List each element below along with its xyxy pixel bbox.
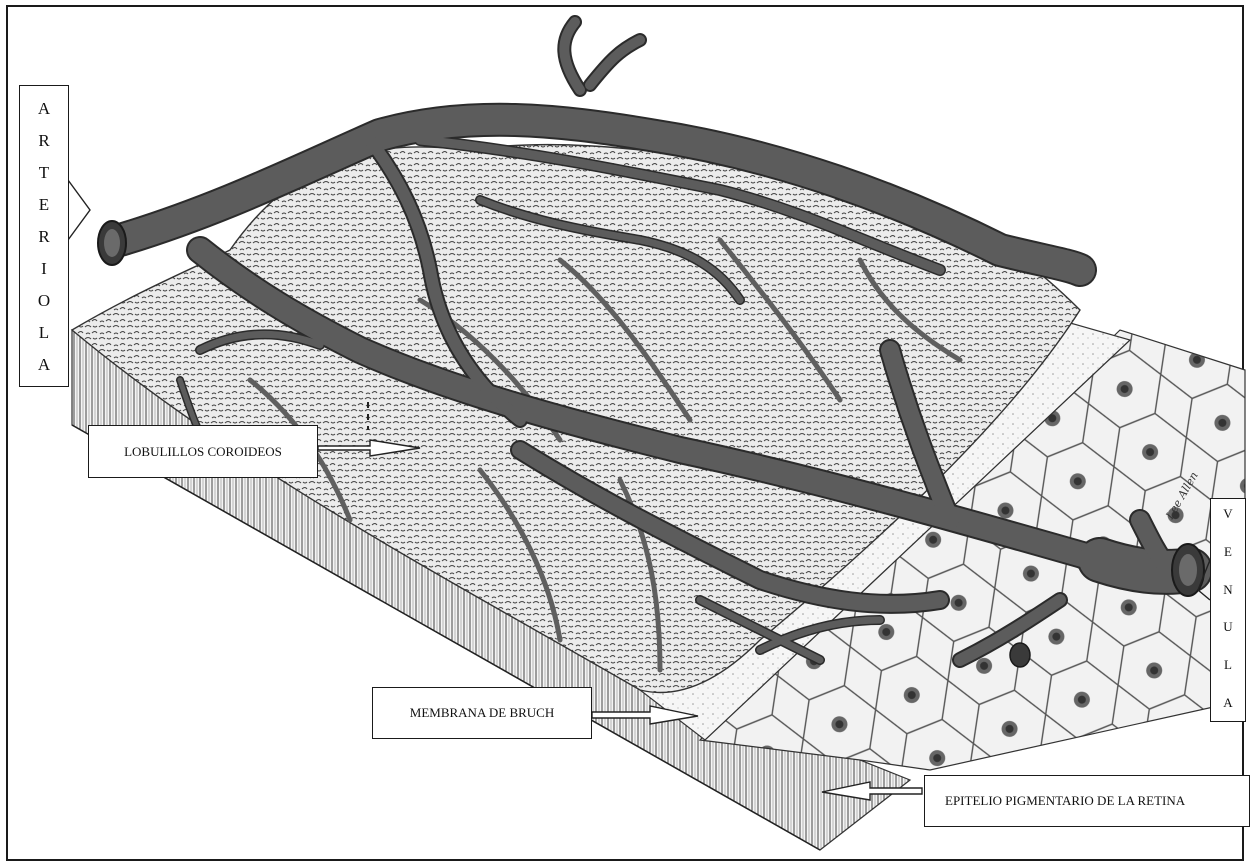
arteriola-letter: E: [39, 196, 49, 213]
epitelio-pigmentario-label: EPITELIO PIGMENTARIO DE LA RETINA: [924, 775, 1250, 827]
venula-letter: L: [1224, 658, 1232, 671]
venula-letter: E: [1224, 545, 1232, 558]
venula-label: V E N U L A: [1210, 498, 1246, 722]
arteriola-letter: L: [39, 324, 49, 341]
venula-letter: A: [1223, 696, 1232, 709]
arteriola-letter: A: [38, 100, 50, 117]
venula-letter: V: [1223, 507, 1232, 520]
arteriola-letter: T: [39, 164, 49, 181]
arteriola-letter: I: [41, 260, 47, 277]
arteriola-letter: O: [38, 292, 50, 309]
arteriola-letter: R: [38, 132, 49, 149]
lobulillos-coroideos-label: LOBULILLOS COROIDEOS: [88, 425, 318, 478]
arteriola-letter: A: [38, 356, 50, 373]
membrana-de-bruch-label: MEMBRANA DE BRUCH: [372, 687, 592, 739]
venula-letter: U: [1223, 620, 1232, 633]
arteriole-cut-end: [98, 221, 126, 265]
arteriola-letter: R: [38, 228, 49, 245]
venula-letter: N: [1223, 583, 1232, 596]
